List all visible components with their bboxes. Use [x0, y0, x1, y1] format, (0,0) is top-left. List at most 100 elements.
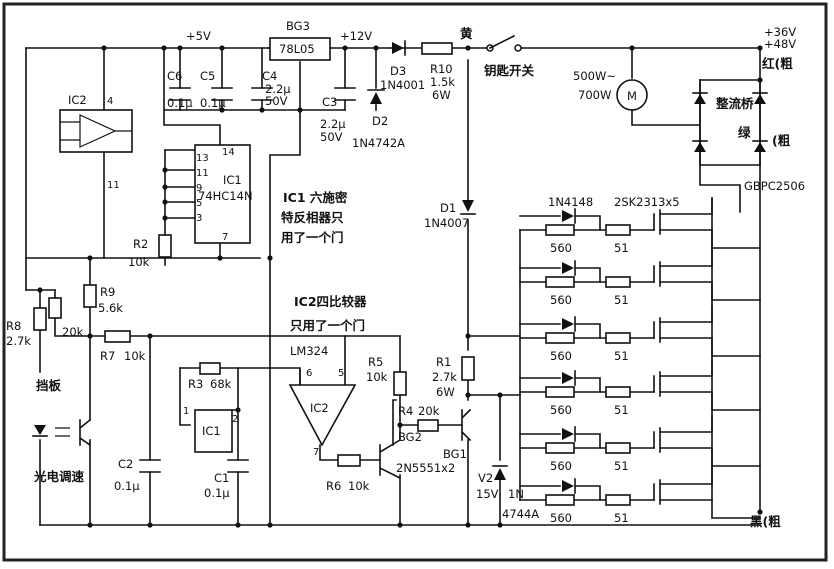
r560-resistor-6	[545, 494, 575, 506]
label-c4v2: 50V	[265, 94, 288, 108]
label-p13: 13	[196, 153, 209, 164]
bg2-transistor	[378, 438, 402, 480]
label-r51-4: 51	[614, 403, 629, 417]
label-cu: (粗	[772, 133, 791, 148]
label-r20k: 20k	[62, 325, 84, 339]
label-c6v: 0.1µ	[167, 96, 193, 110]
opto-sensor	[32, 418, 92, 447]
mosfet-gate	[653, 371, 661, 397]
label-r560-1: 560	[550, 241, 572, 255]
label-r51-6: 51	[614, 511, 629, 525]
label-power1: 500W~	[573, 69, 616, 83]
d2-zener	[367, 89, 385, 104]
label-p7: 7	[222, 232, 228, 243]
label-r51-3: 51	[614, 349, 629, 363]
label-c2: C2	[118, 457, 133, 471]
label-c1: C1	[214, 471, 229, 485]
label-bg2v: 2N5551x2	[396, 461, 455, 475]
label-note1b: 特反相器只	[281, 210, 344, 225]
label-v2v: 15V	[476, 487, 499, 501]
label-d3: D3	[390, 64, 406, 78]
r6-resistor	[337, 454, 361, 467]
gate-diode-2	[562, 262, 574, 274]
r5-resistor	[393, 371, 407, 396]
r51-resistor-6	[605, 494, 631, 506]
bridge-rectifier	[692, 79, 768, 166]
label-c6: C6	[167, 69, 182, 83]
label-n2: 4744A	[502, 507, 539, 521]
label-d2: D2	[372, 114, 388, 128]
label-ic1chip: 74HC14N	[198, 189, 253, 203]
label-ic1b: IC1	[202, 424, 221, 438]
label-huang: 黄	[460, 26, 473, 41]
label-note2a: IC2四比较器	[294, 294, 367, 309]
label-r8v: 2.7k	[6, 334, 31, 348]
label-r4v: 20k	[418, 404, 440, 418]
label-p48v: +48V	[764, 37, 796, 51]
label-c3v1: 2.2µ	[320, 117, 346, 131]
gate-diode-wire	[519, 215, 601, 231]
label-78l05: 78L05	[279, 42, 315, 56]
key-switch	[486, 34, 522, 52]
d1-diode	[460, 200, 476, 215]
v2-zener	[492, 465, 508, 480]
label-motor: M	[627, 89, 637, 103]
mosfet-3	[659, 305, 761, 357]
label-ic2b: IC2	[310, 401, 329, 415]
r51-resistor-5	[605, 442, 631, 454]
label-r3: R3	[188, 377, 203, 391]
label-hong: 红(粗	[762, 56, 793, 71]
label-bg1: BG1	[443, 447, 467, 461]
ic2-comparator	[288, 384, 357, 447]
label-p36v: +36V	[764, 25, 796, 39]
label-r7: R7	[100, 349, 115, 363]
label-bg2: BG2	[398, 430, 422, 444]
label-r560-2: 560	[550, 293, 572, 307]
label-r560-6: 560	[550, 511, 572, 525]
label-r2v: 10k	[128, 255, 150, 269]
label-bridge: 整流桥	[716, 96, 754, 111]
label-p7b: 7	[313, 447, 319, 458]
r4-resistor	[417, 419, 439, 432]
r8-resistor	[33, 307, 47, 331]
gate-diode-wire	[519, 377, 601, 393]
label-r9v: 5.6k	[98, 301, 123, 315]
label-c3v2: 50V	[320, 130, 343, 144]
junction-dots	[37, 45, 763, 528]
label-guang: 光电调速	[33, 469, 85, 484]
label-p2: 2	[232, 414, 238, 425]
gate-diode-wire	[519, 267, 601, 283]
label-power2: 700W	[578, 88, 611, 102]
label-dangban: 挡板	[36, 378, 62, 393]
label-c2v: 0.1µ	[114, 479, 140, 493]
label-p11: 11	[196, 168, 209, 179]
r1-resistor	[461, 356, 475, 381]
label-p14: 14	[222, 147, 235, 158]
capacitors-top	[169, 87, 356, 101]
label-r6v: 10k	[348, 479, 370, 493]
mosfet-4	[659, 359, 761, 411]
label-p9: 9	[196, 183, 202, 194]
label-v2: V2	[478, 471, 493, 485]
label-r51-5: 51	[614, 459, 629, 473]
label-key: 钥匙开关	[484, 63, 535, 78]
label-lm324: LM324	[290, 344, 328, 358]
label-bg3: BG3	[286, 19, 310, 33]
gate-diode-wire	[519, 485, 601, 501]
label-d1v: 1N4007	[424, 216, 469, 230]
d3-diode	[392, 40, 406, 56]
gate-diode-5	[562, 428, 574, 440]
r51-resistor-2	[605, 276, 631, 288]
r51-resistor-4	[605, 386, 631, 398]
r51-resistor-1	[605, 224, 631, 236]
gate-diode-6	[562, 480, 574, 492]
r2-resistor	[158, 234, 172, 258]
label-d3v: 1N4001	[380, 78, 425, 92]
mosfet-5	[659, 415, 761, 467]
mosfet-2	[659, 249, 761, 301]
motor-symbol	[616, 79, 648, 111]
label-r560-4: 560	[550, 403, 572, 417]
label-hei: 黑(粗	[750, 514, 781, 529]
label-c5: C5	[200, 69, 215, 83]
